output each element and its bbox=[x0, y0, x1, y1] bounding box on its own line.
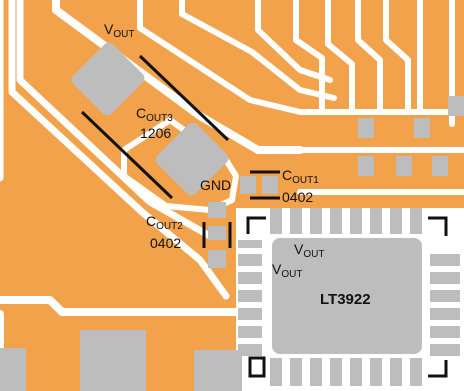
cout3-pad-top bbox=[71, 42, 145, 116]
cout2-size-label: 0402 bbox=[150, 235, 181, 251]
cout2-pad-top bbox=[208, 202, 226, 218]
cout1-pad-left bbox=[240, 176, 256, 194]
pad-bl3 bbox=[194, 350, 242, 391]
pad-r4 bbox=[396, 156, 412, 176]
vout-pin-label-1: VOUT bbox=[294, 241, 324, 260]
ic-pin1-marker bbox=[248, 356, 266, 378]
vout-top-label: VOUT bbox=[104, 21, 134, 40]
cout3-pad-bottom bbox=[155, 122, 229, 196]
cout1-pad-right bbox=[262, 176, 278, 194]
cout1-label: COUT1 bbox=[282, 167, 319, 186]
ic-corner-br bbox=[428, 360, 448, 378]
pad-r5 bbox=[432, 156, 448, 176]
silkscreen bbox=[80, 54, 448, 378]
pad-r2 bbox=[414, 118, 430, 138]
ic-exposed-pad bbox=[272, 238, 422, 354]
cout2-pad-mid bbox=[208, 226, 226, 240]
cout3-outline-upper bbox=[138, 54, 230, 142]
pad-r3 bbox=[358, 156, 374, 176]
cout2-pad-bottom bbox=[208, 250, 226, 268]
cout3-size-label: 1206 bbox=[140, 125, 171, 141]
pad-r6 bbox=[448, 96, 464, 116]
ic-part-label: LT3922 bbox=[320, 291, 371, 308]
ic-corner-tr bbox=[428, 216, 448, 236]
ic-corner-tl bbox=[246, 216, 266, 234]
cout2-label: COUT2 bbox=[146, 213, 183, 232]
pad-bl1 bbox=[0, 348, 26, 391]
cout3-outline-lower bbox=[80, 110, 174, 200]
cout3-label: COUT3 bbox=[136, 105, 173, 124]
pad-r1 bbox=[358, 118, 374, 138]
ic-pins bbox=[238, 208, 460, 386]
gnd-label: GND bbox=[200, 177, 231, 193]
cout1-size-label: 0402 bbox=[282, 189, 313, 205]
pad-bl2 bbox=[80, 330, 146, 391]
vout-pin-label-2: VOUT bbox=[272, 261, 302, 280]
capacitor-pads bbox=[0, 42, 464, 391]
